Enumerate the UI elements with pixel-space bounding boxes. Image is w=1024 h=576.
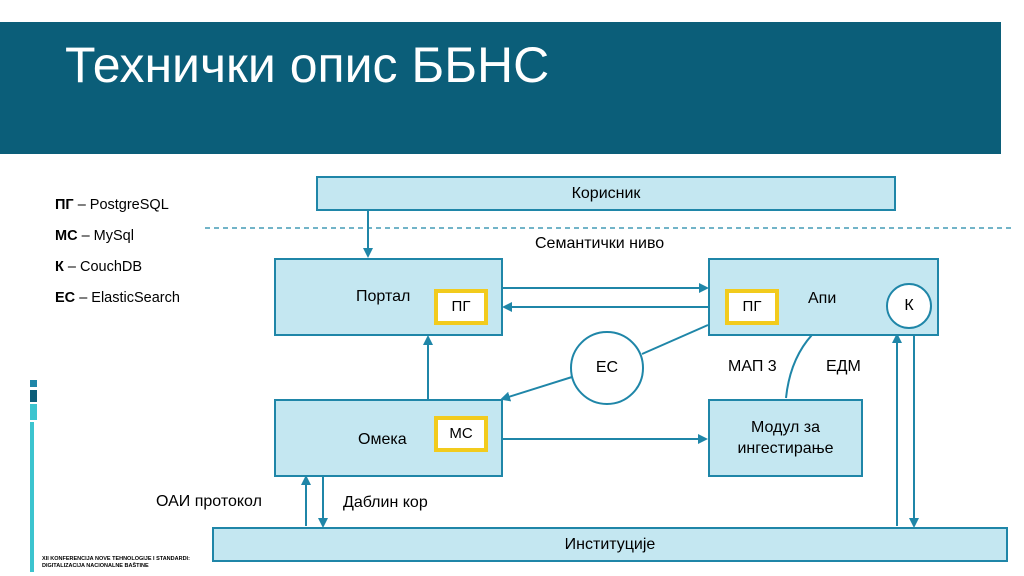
node-api-label: Апи — [808, 290, 837, 307]
couchdb-circle: К — [886, 283, 932, 329]
node-korisnik: Корисник — [316, 176, 896, 211]
node-portal-label: Портал — [356, 288, 411, 305]
edge-label-oai: ОАИ протокол — [156, 493, 262, 510]
node-ingest-module: Модул за ингестирање — [708, 399, 863, 477]
legend-name: – CouchDB — [67, 259, 143, 275]
legend-name: – MySql — [81, 228, 134, 244]
slide-title: Технички опис ББНС — [65, 37, 550, 93]
node-portal: Портал ПГ — [274, 258, 503, 336]
api-postgres-db: ПГ — [725, 289, 779, 325]
legend-abbr: К — [55, 259, 64, 275]
decor-bar-1 — [30, 380, 37, 387]
edge-es-omeka — [500, 376, 573, 402]
node-institucije: Институције — [212, 527, 1008, 562]
legend-abbr: МС — [55, 228, 78, 244]
semantic-level-label: Семантички ниво — [535, 235, 665, 252]
edge-label-map3: МАП 3 — [728, 358, 777, 375]
edge-label-dublin: Даблин кор — [343, 494, 428, 511]
legend-row-k: К – CouchDB — [55, 252, 180, 283]
edge-label-edm: ЕДМ — [826, 358, 861, 375]
abbreviation-legend: ПГ – PostgreSQL МС – MySql К – CouchDB Е… — [55, 190, 180, 314]
legend-abbr: ЕС — [55, 290, 76, 306]
legend-row-pg: ПГ – PostgreSQL — [55, 190, 180, 221]
node-omeka: Омека МС — [274, 399, 503, 477]
legend-name: – PostgreSQL — [77, 197, 169, 213]
legend-row-ms: МС – MySql — [55, 221, 180, 252]
decor-bar-2 — [30, 390, 37, 402]
node-institucije-label: Институције — [564, 536, 656, 553]
decor-bar-3 — [30, 404, 37, 420]
footer-line-2: DIGITALIZACIJA NACIONALNE BAŠTINE — [42, 563, 149, 569]
portal-postgres-db: ПГ — [434, 289, 488, 325]
edge-api-es — [641, 324, 709, 355]
footer-line-1: XII KONFERENCIJA NOVE TEHNOLOGIJE I STAN… — [42, 556, 190, 562]
legend-abbr: ПГ — [55, 197, 74, 213]
legend-row-es: ЕС – ElasticSearch — [55, 283, 180, 314]
conference-footer: XII KONFERENCIJA NOVE TEHNOLOGIJE I STAN… — [42, 556, 190, 570]
decor-bar-4 — [30, 422, 34, 572]
title-band — [0, 22, 1001, 154]
omeka-mysql-db: МС — [434, 416, 488, 452]
legend-name: – ElasticSearch — [79, 290, 180, 306]
node-ingest-label: Модул за ингестирање — [737, 419, 834, 457]
node-omeka-label: Омека — [358, 431, 407, 448]
node-korisnik-label: Корисник — [571, 185, 641, 202]
elasticsearch-circle: ЕС — [570, 331, 644, 405]
